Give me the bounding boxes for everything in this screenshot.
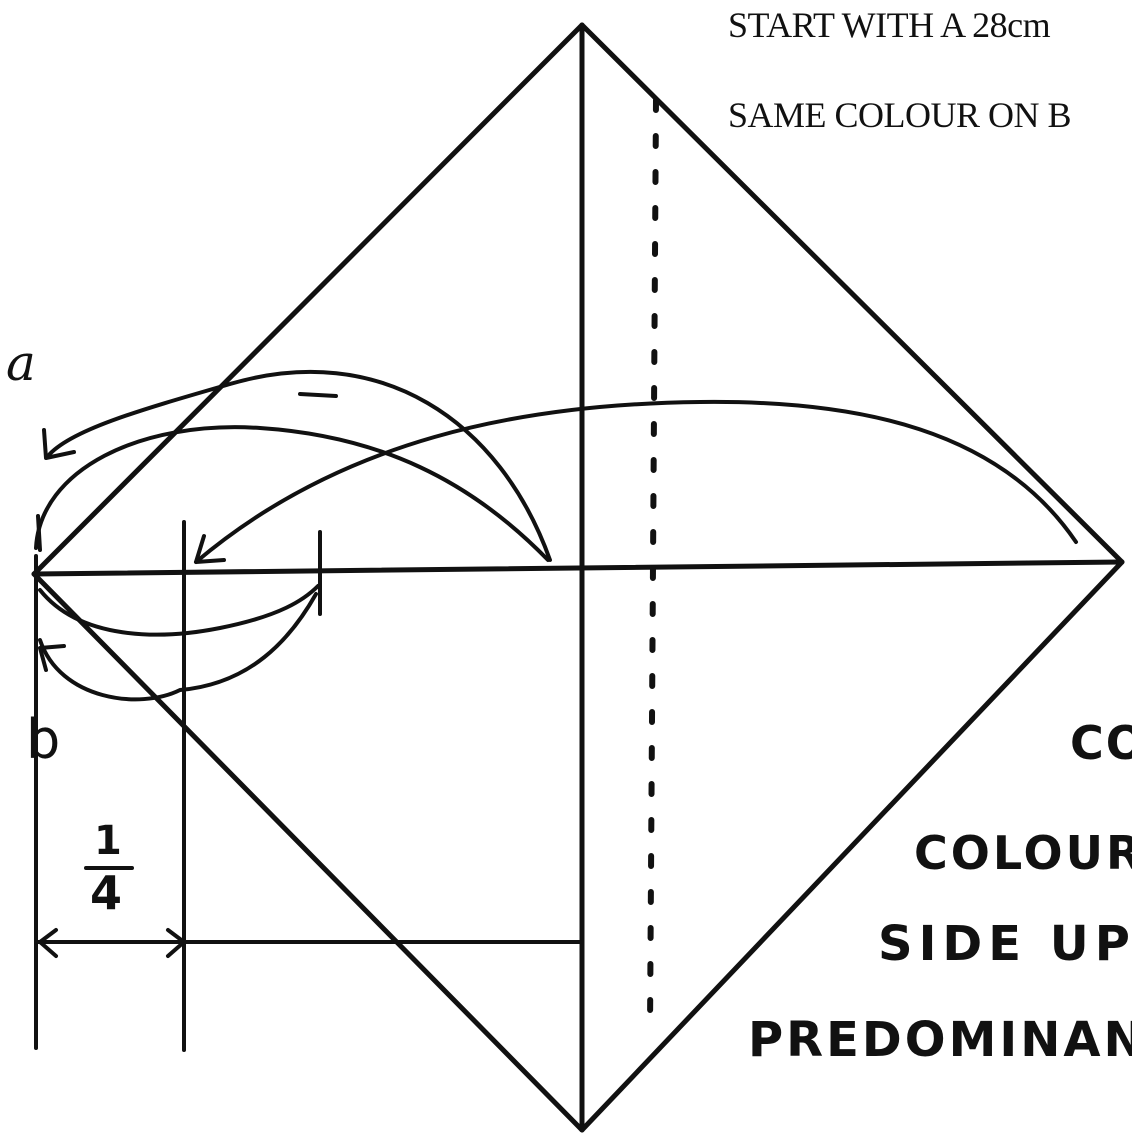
fraction-numerator: 1 [94,818,122,864]
corner-label-a: a [6,334,36,392]
instruction-line-2: SAME COLOUR ON B [728,95,1072,135]
corner-label-b: b [26,708,61,771]
fold-arrow-a-tick [36,514,42,552]
fold-arrow-a-head [42,428,76,460]
dimension-right-arrowhead [166,928,186,958]
handwritten-note-line-3: SIDE UP [878,916,1132,972]
fold-arrow-b-outer [38,592,318,702]
fold-arrow-right-corner [194,399,1078,564]
fold-arrow-b-inner [38,584,320,637]
handwritten-note-line-1: CO [1070,716,1132,770]
fraction-denominator: 4 [90,866,123,920]
fold-arrow-right-corner-head [194,534,226,564]
handwritten-note-line-2: COLOURE [914,826,1132,880]
fold-arrow-a-stroke [298,392,338,398]
handwritten-note-line-4: PREDOMINAN [748,1012,1132,1068]
instruction-line-1: START WITH A 28cm [728,5,1051,45]
fold-arrow-b-head [38,644,66,672]
fold-arrow-a-inner [34,425,550,562]
fold-arrow-a-outer [46,369,552,562]
dimension-left-arrowhead [38,928,58,958]
horizontal-diagonal-crease [31,559,1125,577]
dotted-fold-line [647,97,659,1033]
